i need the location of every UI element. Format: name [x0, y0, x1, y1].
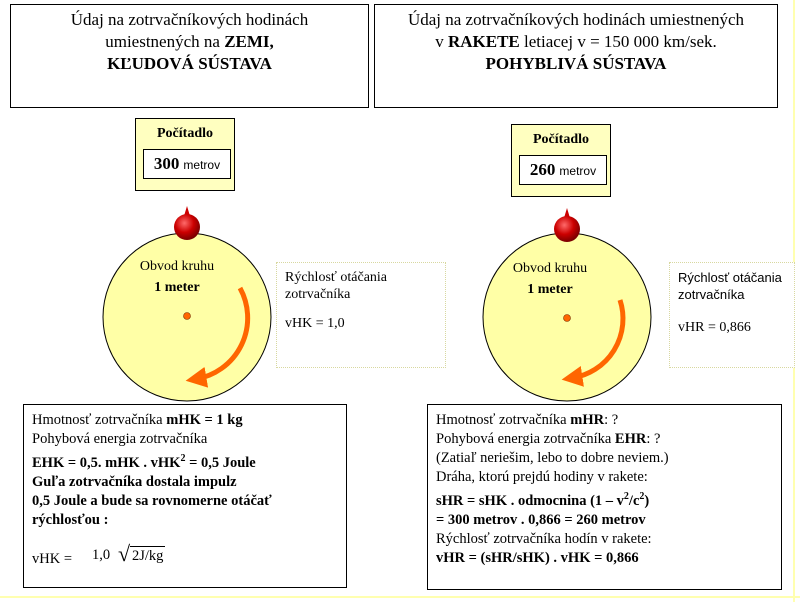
right-speed-label: Rýchlosť zotrvačníka hodín v rakete: [436, 530, 652, 547]
left-energy-sup: 2 [180, 453, 186, 464]
left-knob [174, 214, 200, 240]
left-energy-label: Pohybová energia zotrvačníka [32, 431, 208, 447]
right-speed-line2: zotrvačníka [678, 287, 745, 302]
right-header-line2-post: letiacej v = 150 000 km/sek. [519, 32, 717, 51]
right-counter-unit: metrov [559, 164, 597, 178]
right-distance-label: Dráha, ktorú prejdú hodiny v rakete: [436, 469, 648, 485]
left-speed-line2: zotrvačníka [285, 287, 351, 302]
right-rotation-arrow [561, 299, 626, 387]
right-mass-line: Hmotnosť zotrvačníka mHR: ? [436, 411, 773, 430]
right-mass-value: : ? [604, 412, 619, 428]
right-counter-title: Počítadlo [533, 132, 589, 147]
right-header-line1: Údaj na zotrvačníkových hodinách umiestn… [407, 10, 745, 29]
left-dial-value: 1 meter [154, 280, 200, 295]
right-mass-label: Hmotnosť zotrvačníka [436, 412, 571, 428]
right-dial-value: 1 meter [527, 282, 573, 297]
left-speed-box: Rýchlosť otáčania zotrvačníka vHK = 1,0 [276, 262, 446, 368]
right-energy-value: : ? [646, 431, 661, 447]
right-distance-formula: sHR = sHK . odmocnina (1 – v2/c2) [436, 487, 773, 511]
right-center-dot [563, 314, 571, 322]
right-info-panel: Hmotnosť zotrvačníka mHR: ? Pohybová ene… [427, 404, 782, 590]
right-counter-value: 260 [529, 160, 556, 179]
left-info-panel: Hmotnosť zotrvačníka mHK = 1 kg Pohybová… [23, 404, 347, 588]
right-dial-title: Obvod kruhu [512, 261, 588, 276]
left-header-zemi: ZEMI, [224, 32, 274, 51]
left-counter-unit: metrov [183, 158, 221, 172]
right-note: (Zatiaľ neriešim, lebo to dobre neviem.) [436, 450, 669, 466]
right-energy-symbol: EHR [614, 431, 647, 447]
right-speed-box: Rýchlosť otáčania zotrvačníka vHR = 0,86… [669, 262, 795, 368]
right-energy-line: Pohybová energia zotrvačníka EHR: ? [436, 430, 773, 449]
left-impulse-line3: rýchlosťou : [32, 511, 109, 528]
right-mass-symbol: mHR [570, 412, 605, 428]
right-dial-label: Obvod kruhu 1 meter [500, 260, 600, 299]
right-header-line2: v RAKETE letiacej v = 150 000 km/sek. [375, 31, 777, 53]
left-counter: Počítadlo 300 metrov [135, 118, 235, 191]
left-header-line2-text: umiestnených na [105, 32, 225, 51]
left-energy-formula-a: EHK = 0,5. mHK . vHK [32, 454, 181, 471]
right-speed-value: vHR = 0,866 [678, 320, 751, 335]
left-rotation-arrow [185, 286, 251, 388]
right-distance-result: = 300 metrov . 0,866 = 260 metrov [436, 511, 646, 528]
right-speed-formula: vHR = (sHR/sHK) . vHK = 0,866 [436, 549, 639, 566]
left-counter-value: 300 [153, 154, 180, 173]
left-mass-label: Hmotnosť zotrvačníka [32, 412, 167, 428]
left-mass-value: mHK = 1 kg [166, 412, 243, 428]
left-formula-radicand: 2J/kg [130, 545, 166, 564]
left-header-line1: Údaj na zotrvačníkových hodinách [70, 10, 309, 29]
left-formula-label: vHK = [32, 550, 72, 567]
left-speed-value: vHK = 1,0 [285, 316, 345, 331]
left-formula-sqrt: √ [118, 540, 131, 566]
left-dial-label: Obvod kruhu 1 meter [127, 258, 227, 297]
left-counter-title: Počítadlo [157, 126, 213, 141]
right-header: Údaj na zotrvačníkových hodinách umiestn… [374, 4, 778, 108]
left-header: Údaj na zotrvačníkových hodinách umiestn… [10, 4, 369, 108]
left-header-line2: umiestnených na ZEMI, [11, 31, 368, 53]
right-speed-line1: Rýchlosť otáčania [678, 270, 782, 285]
right-header-system: POHYBLIVÁ SÚSTAVA [485, 54, 667, 73]
right-distance-formula-b: /c [628, 492, 640, 509]
left-speed-formula: vHK = 1,0 √ 2J/kg [32, 540, 338, 568]
left-energy-formula: EHK = 0,5. mHK . vHK2 = 0,5 Joule [32, 449, 338, 473]
left-dial-title: Obvod kruhu [139, 259, 215, 274]
right-distance-formula-a: sHR = sHK . odmocnina (1 – v [436, 492, 624, 509]
right-knob-pointer [564, 208, 570, 218]
right-distance-sup2: 2 [639, 491, 645, 502]
right-header-line2-pre: v [435, 32, 448, 51]
guide-line-bottom [0, 596, 800, 598]
left-header-system: KĽUDOVÁ SÚSTAVA [107, 54, 272, 73]
right-energy-label: Pohybová energia zotrvačníka [436, 431, 615, 447]
right-distance-sup1: 2 [623, 491, 629, 502]
right-counter: Počítadlo 260 metrov [511, 124, 611, 197]
left-mass-line: Hmotnosť zotrvačníka mHK = 1 kg [32, 411, 338, 430]
left-formula-coef: 1,0 [92, 546, 111, 563]
left-knob-pointer [184, 206, 190, 216]
left-impulse-line1: Guľa zotrvačníka dostala impulz [32, 473, 237, 490]
right-distance-formula-c: ) [644, 492, 650, 509]
right-header-raketa: RAKETE [447, 32, 520, 51]
right-knob [554, 216, 580, 242]
left-speed-line1: Rýchlosť otáčania [285, 270, 388, 285]
left-impulse-line2: 0,5 Joule a bude sa rovnomerne otáčať [32, 492, 272, 509]
left-center-dot [183, 312, 191, 320]
left-energy-formula-b: = 0,5 Joule [185, 454, 256, 471]
right-counter-display: 260 metrov [519, 155, 607, 185]
left-counter-display: 300 metrov [143, 149, 231, 179]
